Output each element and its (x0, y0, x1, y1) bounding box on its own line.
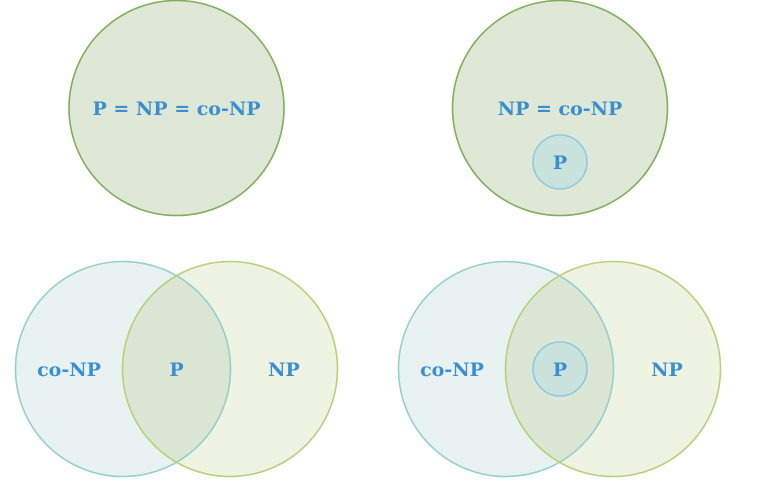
np-outline (121, 260, 339, 478)
merged-class-circle (68, 0, 285, 217)
p-circle (532, 134, 588, 190)
np-conp-label: NP = co-NP (498, 98, 623, 120)
diagram-p-inside-intersection: co-NP P NP (397, 260, 722, 478)
diagram-p-equals-np-equals-conp: P = NP = co-NP (68, 0, 285, 217)
conp-label: co-NP (37, 359, 101, 381)
p-circle (532, 341, 588, 397)
np-label: NP (651, 359, 683, 381)
conp-outline (14, 260, 232, 478)
np-outline (504, 260, 722, 478)
np-conp-circle (451, 0, 669, 217)
conp-label: co-NP (420, 359, 484, 381)
p-label: P (169, 359, 183, 381)
merged-class-label: P = NP = co-NP (92, 98, 260, 120)
p-label: P (553, 152, 567, 174)
p-label: P (553, 359, 567, 381)
np-label: NP (268, 359, 300, 381)
diagram-np-equals-conp: NP = co-NP P (451, 0, 669, 217)
conp-outline (397, 260, 615, 478)
diagram-p-equals-intersection: co-NP P NP (14, 260, 339, 478)
